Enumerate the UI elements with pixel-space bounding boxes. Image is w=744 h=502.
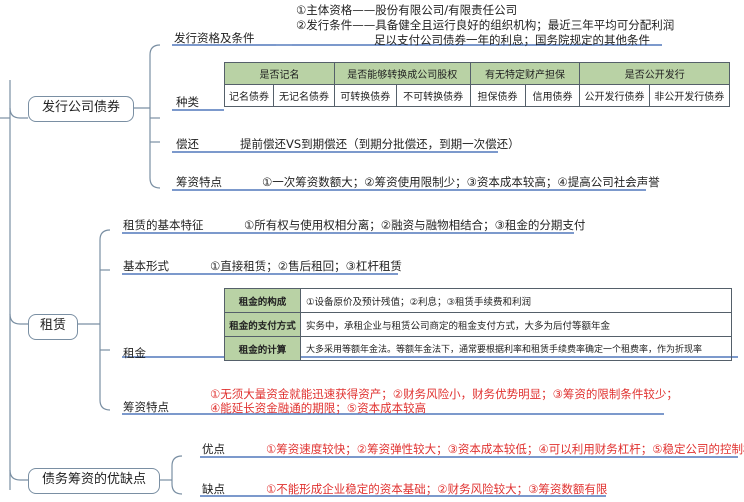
lease-features-label: 筹资特点: [123, 400, 169, 414]
lease-basic-text: ①所有权与使用权相分离；②融资与融物相结合；③租金的分期支付: [244, 218, 586, 232]
bond-types-cell: 无记名债券: [272, 84, 335, 107]
node-debt-pros-cons: 债务筹资的优缺点: [28, 468, 160, 494]
bond-qual-label: 发行资格及条件: [174, 31, 255, 45]
node-leasing-label: 租赁: [39, 318, 66, 333]
bond-types-header: 有无特定财产担保: [469, 62, 581, 85]
node-debt-pros-cons-label: 债务筹资的优缺点: [41, 472, 146, 487]
pros-label: 优点: [202, 442, 225, 456]
lease-rent-row: 租金的计算 大多采用等额年金法。等额年金法下，通常要根据利率和租赁手续费率确定一…: [224, 336, 732, 361]
lease-rent-head: 租金的计算: [224, 336, 301, 361]
bond-types-cell: 非公开发行债券: [648, 84, 731, 107]
cons-text: ①不能形成企业稳定的资本基础；②财务风险较大；③筹资数额有限: [266, 482, 608, 496]
lease-rent-row: 租金的支付方式 实务中，承租企业与租赁公司商定的租金支付方式，大多为后付等额年金: [224, 312, 732, 337]
lease-rent-row: 租金的构成 ①设备原价及预计残值；②利息；③租赁手续费和利润: [224, 288, 732, 313]
lease-forms-label: 基本形式: [123, 259, 169, 273]
bond-types-cell: 不可转换债券: [395, 84, 471, 107]
bond-repay-text: 提前偿还VS到期偿还（到期分批偿还，到期一次偿还）: [240, 137, 520, 151]
bond-features-text: ①一次筹资数额大；②筹资使用限制少；③资本成本较高；④提高公司社会声誉: [262, 175, 660, 189]
lease-rent-head: 租金的构成: [224, 288, 301, 313]
bond-types-cell: 可转换债券: [333, 84, 397, 107]
lease-rent-body: 大多采用等额年金法。等额年金法下，通常要根据利率和租赁手续费率确定一个租费率，作…: [300, 336, 732, 361]
lease-features-line1: ①无须大量资金就能迅速获得资产；②财务风险小，财务优势明显；③筹资的限制条件较少…: [210, 387, 678, 401]
lease-features-line2: ④能延长资金融通的期限；⑤资本成本较高: [210, 401, 427, 415]
node-leasing: 租赁: [28, 314, 78, 340]
bond-qual-line3: 足以支付公司债券一年的利息；国务院规定的其他条件: [374, 33, 650, 47]
pros-text: ①筹资速度较快；②筹资弹性较大；③资本成本较低；④可以利用财务杠杆；⑤稳定公司的…: [266, 442, 744, 456]
bond-types-header-row: 是否记名 是否能够转换成公司股权 有无特定财产担保 是否公开发行: [224, 62, 730, 85]
bond-features-label: 筹资特点: [176, 175, 222, 189]
lease-rent-label: 租金: [123, 346, 146, 360]
lease-rent-body: 实务中，承租企业与租赁公司商定的租金支付方式，大多为后付等额年金: [300, 312, 732, 337]
bond-types-cell: 公开发行债券: [579, 84, 650, 107]
bond-types-cell: 记名债券: [224, 84, 274, 107]
bond-types-header: 是否记名: [224, 62, 335, 85]
bond-types-header: 是否公开发行: [579, 62, 730, 85]
lease-rent-table: 租金的构成 ①设备原价及预计残值；②利息；③租赁手续费和利润 租金的支付方式 实…: [224, 288, 732, 361]
bond-types-label: 种类: [176, 95, 199, 109]
bond-qual-line1: ①主体资格——股份有限公司/有限责任公司: [296, 3, 518, 17]
bond-types-header: 是否能够转换成公司股权: [333, 62, 471, 85]
bond-qual-line2: ②发行条件——具备健全且运行良好的组织机构；最近三年平均可分配利润: [296, 18, 675, 32]
bond-types-table: 是否记名 是否能够转换成公司股权 有无特定财产担保 是否公开发行 记名债券 无记…: [224, 62, 731, 107]
bond-repay-label: 偿还: [176, 137, 199, 151]
bond-types-row: 记名债券 无记名债券 可转换债券 不可转换债券 担保债券 信用债券 公开发行债券…: [224, 84, 731, 107]
lease-forms-text: ①直接租赁；②售后租回；③杠杆租赁: [210, 259, 402, 273]
node-issue-bonds-label: 发行公司债券: [41, 100, 120, 115]
lease-rent-body: ①设备原价及预计残值；②利息；③租赁手续费和利润: [300, 288, 732, 313]
bond-types-cell: 担保债券: [469, 84, 526, 107]
lease-basic-label: 租赁的基本特征: [123, 218, 204, 232]
node-issue-bonds: 发行公司债券: [28, 96, 134, 122]
cons-label: 缺点: [202, 482, 225, 496]
bond-types-cell: 信用债券: [524, 84, 581, 107]
lease-rent-head: 租金的支付方式: [224, 312, 301, 337]
